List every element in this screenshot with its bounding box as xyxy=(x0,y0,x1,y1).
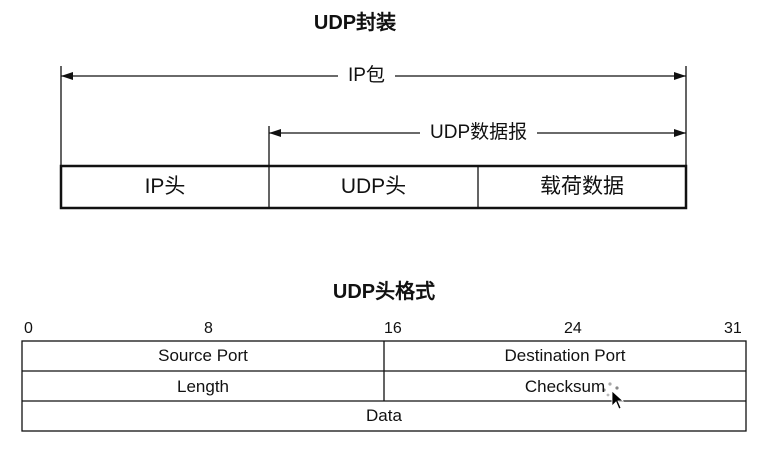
source-port-cell: Source Port xyxy=(158,346,248,365)
bit-tick-31: 31 xyxy=(724,320,742,337)
length-cell: Length xyxy=(177,377,229,396)
encapsulation-title: UDP封装 xyxy=(313,12,397,34)
udp-datagram-label: UDP数据报 xyxy=(420,122,538,144)
payload-cell: 载荷数据 xyxy=(540,175,624,198)
udp-header-cell: UDP头 xyxy=(340,175,407,198)
header-format-title: UDP头格式 xyxy=(332,281,436,303)
checksum-cell: Checksum xyxy=(524,377,606,396)
arrowhead-left-icon xyxy=(61,72,73,80)
encapsulation-box xyxy=(59,164,688,210)
arrowhead-left-icon xyxy=(269,129,281,137)
arrowhead-right-icon xyxy=(674,72,686,80)
udp-header-table xyxy=(21,340,747,432)
bit-tick-16: 16 xyxy=(384,320,402,337)
bit-tick-8: 8 xyxy=(204,320,213,337)
ip-packet-label: IP包 xyxy=(338,65,395,87)
destination-port-cell: Destination Port xyxy=(504,346,626,365)
ip-header-cell: IP头 xyxy=(144,175,186,198)
bit-tick-24: 24 xyxy=(564,320,582,337)
bit-tick-0: 0 xyxy=(24,320,33,337)
arrowhead-right-icon xyxy=(674,129,686,137)
mouse-cursor-icon xyxy=(602,382,625,410)
data-cell: Data xyxy=(366,406,402,425)
